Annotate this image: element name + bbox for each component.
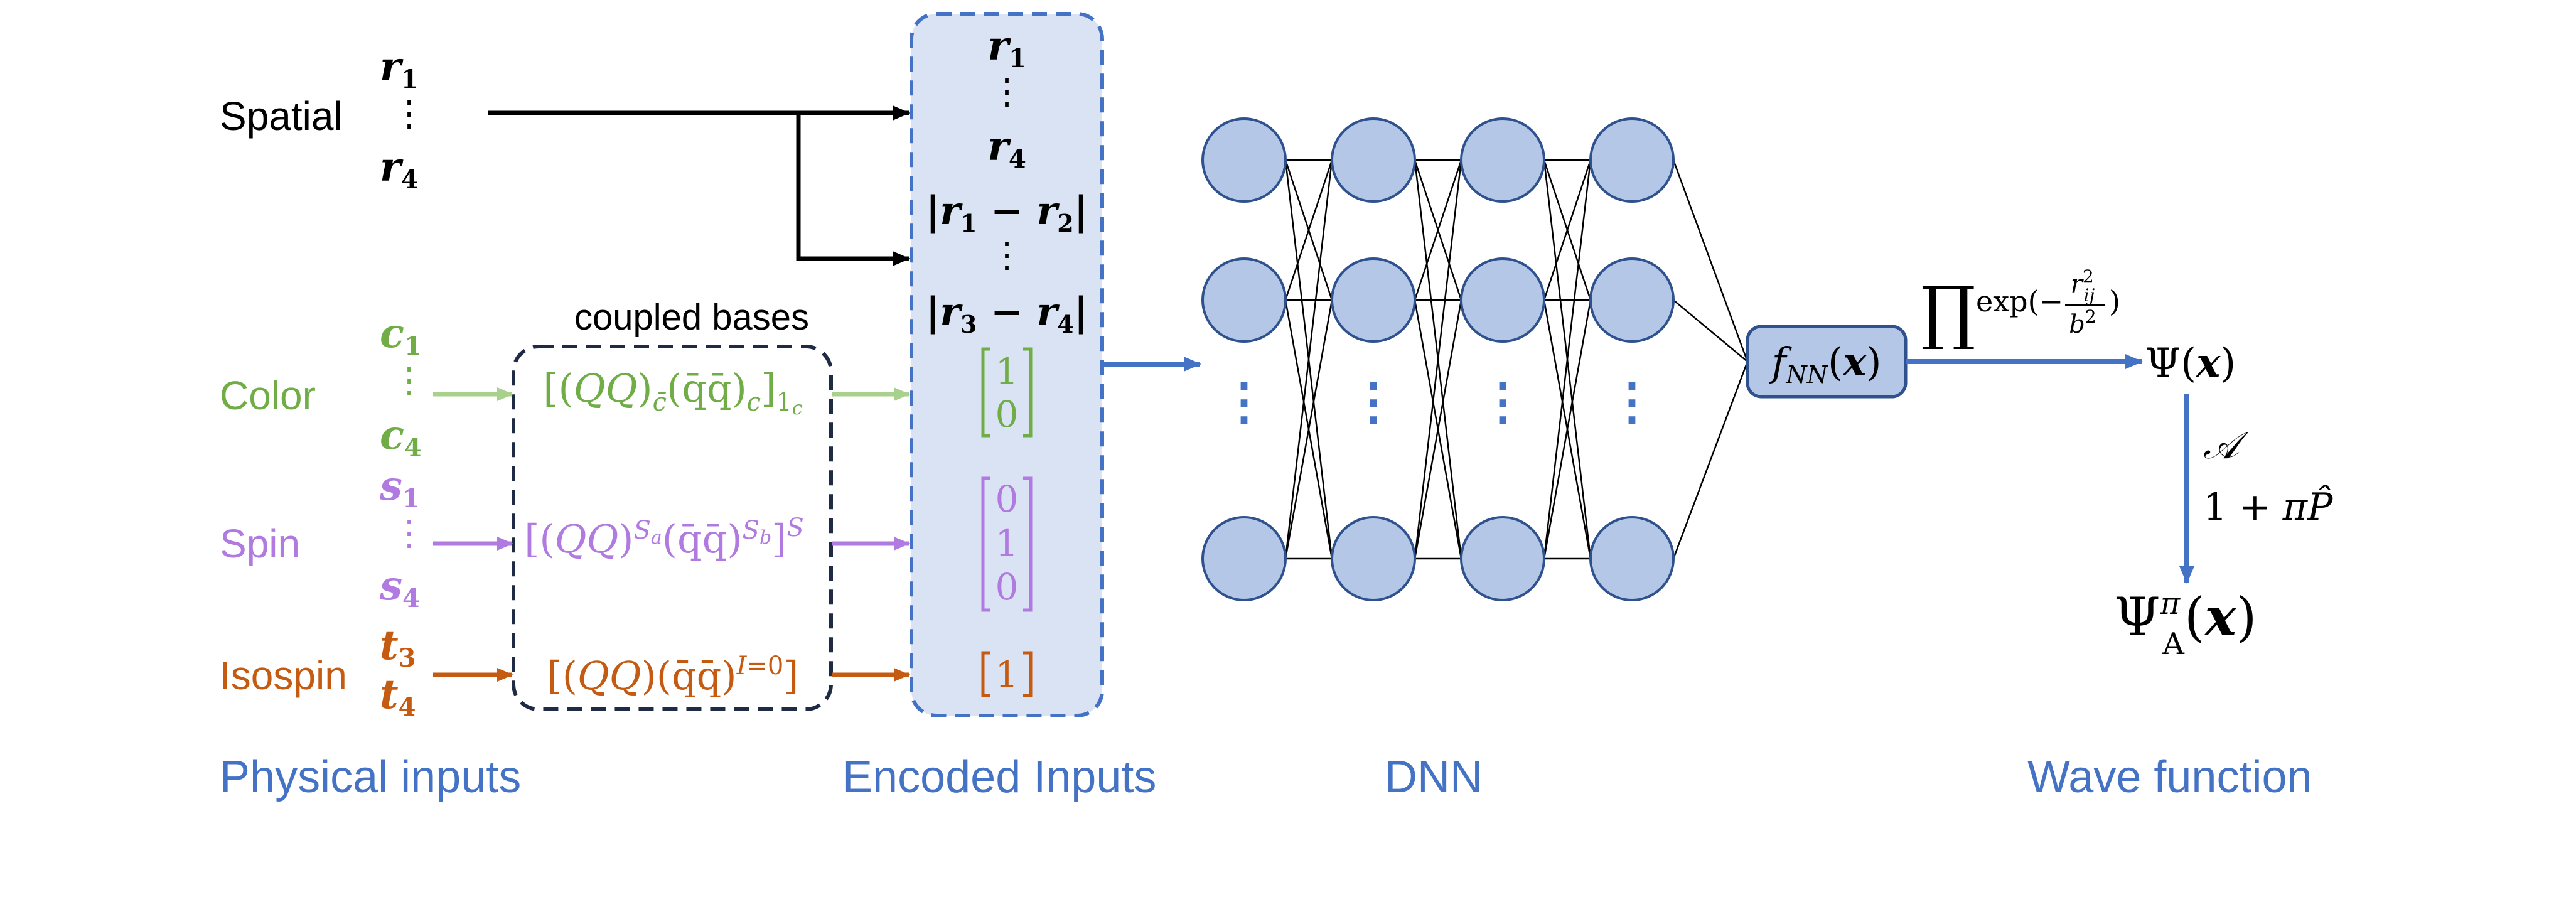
dnn-edge-l1-2-0 [1414,159,1462,559]
exp-denominator: b2 [2069,306,2096,339]
dnn-edge-l0-2-1 [1284,299,1333,559]
fnn-label: fNN(x) [1769,339,1882,389]
dnn-layer-dots-3: ⋮ [1607,372,1657,431]
dnn-edge-out-2 [1672,361,1749,559]
isospin-label: Isospin [220,653,347,698]
spin-dots: ⋮ [392,513,427,554]
dnn-edge-l2-2-1 [1543,299,1592,559]
color-vector-0: 1 [996,350,1019,393]
isospin-vector [981,651,1033,697]
spin-vector-1: 1 [996,522,1019,564]
dnn-label: DNN [1385,752,1483,802]
spin-vector-0: 0 [996,478,1019,520]
spin-first: s1 [379,463,420,513]
encoded-inputs-label: Encoded Inputs [842,752,1156,802]
antisymmetrizer: 𝒜 [2203,424,2249,468]
dnn-layer-dots-2: ⋮ [1478,372,1528,431]
dnn-node-l2-n2 [1460,516,1545,601]
enc-dots1: ⋮ [989,72,1024,112]
product-symbol: ∏ [1921,272,1976,352]
dnn-node-l0-n0 [1201,117,1287,203]
spin-last: s4 [379,562,420,613]
spin-vector-2: 0 [996,566,1019,608]
coupled-bases-box [512,345,833,711]
enc-r1: r1 [987,23,1026,73]
color-first: c1 [380,310,422,361]
color-last: c4 [380,412,422,463]
dnn-node-l2-n1 [1460,257,1545,343]
dnn-node-l1-n2 [1331,516,1416,601]
spatial-arrow-branch [796,113,910,266]
isospin-last: t4 [380,671,416,722]
psi-label: Ψ(x) [2145,340,2236,387]
exp-close: ) [2109,284,2120,318]
dnn-edge-l1-2-1 [1414,299,1462,559]
exp-text: exp(− [1976,284,2063,318]
color-dots: ⋮ [392,360,427,401]
spatial-label: Spatial [220,94,343,139]
dnn-edges [1284,159,1749,560]
coupled-bases-title: coupled bases [574,297,809,338]
spatial-last: r4 [380,144,419,195]
dnn-node-l1-n1 [1331,257,1416,343]
spatial-dots: ⋮ [392,94,427,134]
wave-function-label: Wave function [2027,752,2312,802]
dnn-layer-dots-0: ⋮ [1219,372,1269,431]
dnn-node-l2-n0 [1460,117,1545,203]
dnn-edge-l0-1-0 [1284,159,1333,301]
encoded-inputs: r1 ⋮ r4 |r1 − r2| ⋮ |r3 − r4| 1 0 0 1 0 … [910,12,1104,717]
section-labels: Physical inputs Encoded Inputs DNN Wave … [220,752,2312,802]
fnn-output-node: fNN(x) [1746,325,1908,399]
dnn-layer-dots-1: ⋮ [1348,372,1398,431]
dnn-edge-l2-1-0 [1543,159,1592,301]
isospin-basis: [(QQ)(q̄q̄)I=0] [547,652,799,699]
physical-inputs: Spatial r1 ⋮ r4 Color c1 ⋮ c4 Spin s1 ⋮ … [220,43,427,722]
dnn-node-l0-n1 [1201,257,1287,343]
dnn-edge-l1-1-0 [1414,159,1462,301]
physical-inputs-label: Physical inputs [220,752,521,802]
spin-vector [981,476,1033,612]
dnn-node-l3-n0 [1589,117,1675,203]
spin-label: Spin [220,521,300,566]
color-vector [981,347,1033,438]
spatial-first: r1 [380,43,419,94]
enc-r4: r4 [987,123,1026,174]
isospin-vector-0: 1 [996,653,1019,696]
color-vector-1: 0 [996,393,1019,436]
dnn-edge-out-1 [1673,299,1748,362]
spin-basis: [(QQ)Sa(q̄q̄)Sb]S [524,513,804,562]
color-label: Color [220,373,316,418]
spatial-arrows [488,105,910,266]
color-basis: [(QQ)c̄(q̄q̄)c]1c [543,365,803,419]
dnn-edge-l0-2-0 [1284,159,1333,559]
dnn-nodes: ⋮ ⋮ ⋮ ⋮ [1201,117,1675,601]
dnn-node-l3-n2 [1589,516,1675,601]
isospin-first: t3 [380,622,416,673]
dnn-edge-out-0 [1672,159,1749,362]
input-arrows [433,387,910,682]
dnn-edge-l2-2-0 [1543,159,1592,559]
parity-projector: 1 + πP̂ [2203,485,2334,529]
dnn-node-l3-n1 [1589,257,1675,343]
enc-dots2: ⋮ [989,235,1024,276]
dnn-node-l0-n2 [1201,516,1287,601]
dnn-node-l1-n0 [1331,117,1416,203]
coupled-bases: coupled bases [(QQ)c̄(q̄q̄)c]1c [(QQ)Sa(… [512,297,833,711]
